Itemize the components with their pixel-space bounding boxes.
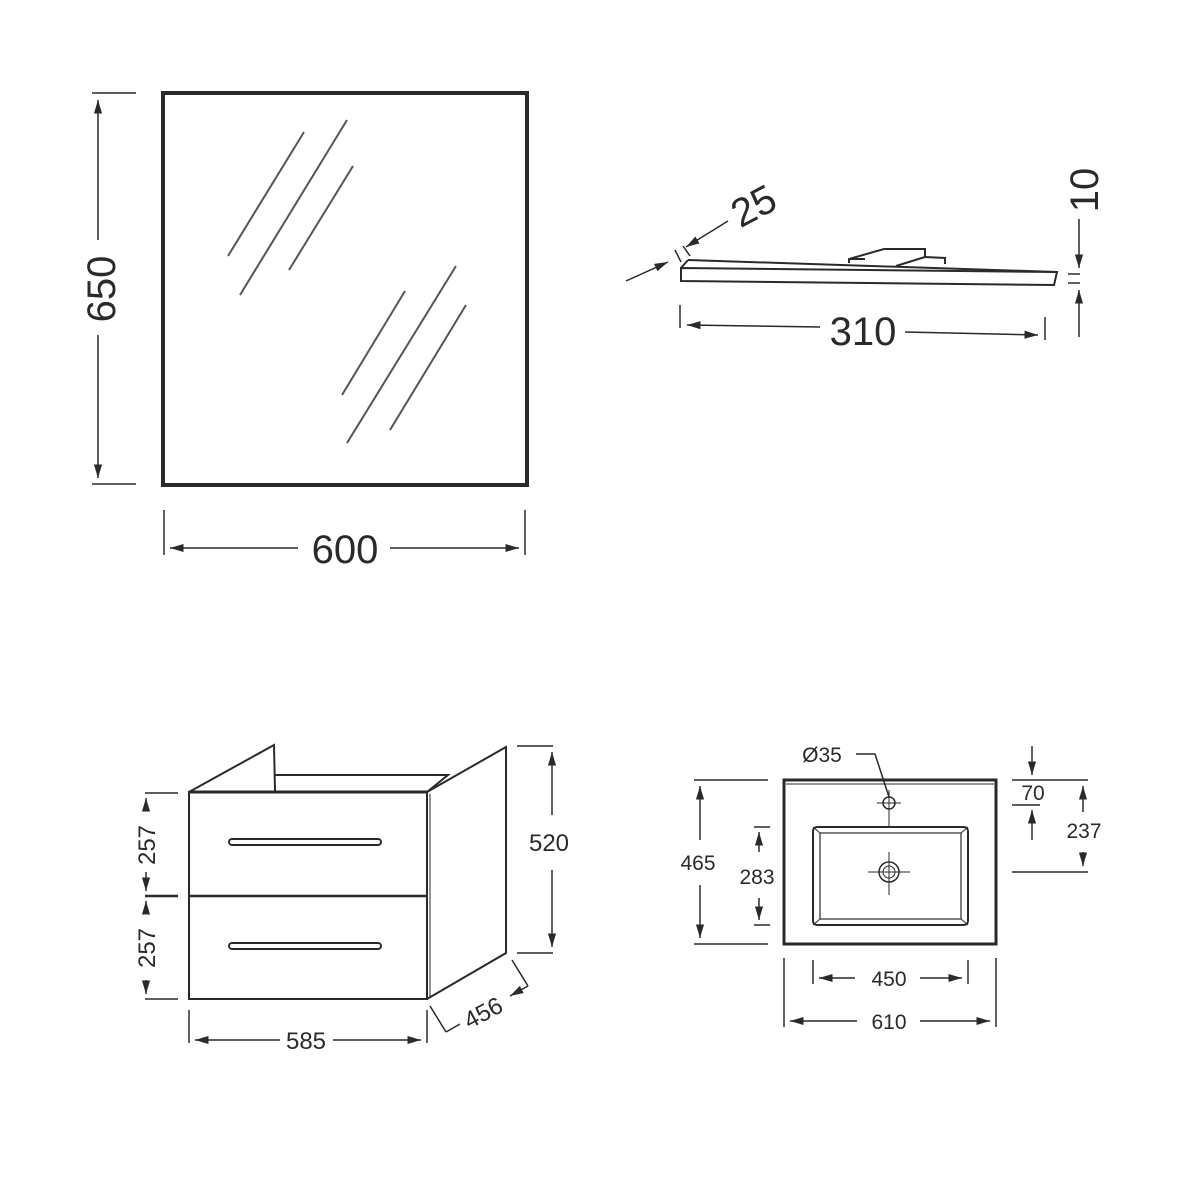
cabinet-height-label: 520 xyxy=(529,830,569,857)
drain-offset-label: 237 xyxy=(1066,820,1101,843)
mirror-frame xyxy=(161,91,529,487)
mirror-height-dimension xyxy=(92,92,136,485)
basin-width-label: 610 xyxy=(871,1011,906,1034)
cabinet-width-label: 585 xyxy=(286,1028,326,1055)
light-bar-body xyxy=(680,266,1059,287)
basin-drawing xyxy=(782,753,998,946)
mirror-width-label: 600 xyxy=(312,528,379,572)
light-height-label: 10 xyxy=(1063,168,1107,213)
tap-hole-diameter-label: Ø35 xyxy=(802,744,842,767)
basin-depth-label: 465 xyxy=(680,852,715,875)
bowl-width-label: 450 xyxy=(871,968,906,991)
cabinet-depth-label: 456 xyxy=(459,992,507,1035)
drawer-bottom-height-label: 257 xyxy=(134,928,161,968)
drawer-bottom-handle xyxy=(228,942,382,950)
cabinet-drawing xyxy=(188,743,507,1000)
mirror-width-dimension xyxy=(163,510,526,555)
light-length-label: 310 xyxy=(830,310,897,354)
basin-outline xyxy=(782,778,998,946)
light-bar-mount xyxy=(848,248,926,267)
light-depth-label: 25 xyxy=(724,177,784,237)
bowl-depth-label: 283 xyxy=(739,866,774,889)
drawer-top-handle xyxy=(228,838,382,846)
basin-bowl-outer xyxy=(812,826,969,926)
tap-offset-label: 70 xyxy=(1021,782,1044,805)
basin-dimensions xyxy=(694,746,1088,1027)
basin-bowl-inner xyxy=(819,832,962,920)
mirror-drawing xyxy=(92,91,529,555)
cabinet-dimensions xyxy=(141,745,557,1045)
cabinet-side-panel xyxy=(426,745,507,1000)
mirror-reflection-lines xyxy=(227,119,467,444)
mirror-height-label: 650 xyxy=(80,256,124,323)
light-dimensions xyxy=(625,219,1084,340)
light-bar-drawing xyxy=(680,248,1059,287)
drawer-top-height-label: 257 xyxy=(134,825,161,865)
